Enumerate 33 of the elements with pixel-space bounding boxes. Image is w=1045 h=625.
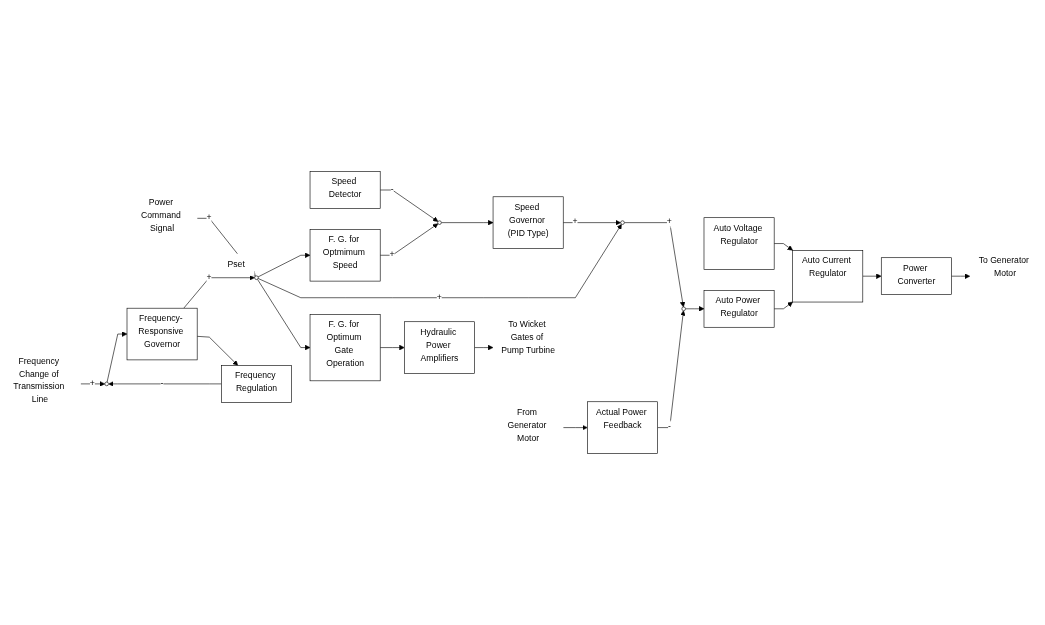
node-circle xyxy=(620,220,625,225)
node-box: Frequency Regulation xyxy=(221,365,292,403)
node-box: Actual Power Feedback xyxy=(587,401,658,454)
node-circle xyxy=(437,220,442,225)
node-text: Power Command Signal xyxy=(141,197,181,234)
node-box: Hydraulic Power Amplifiers xyxy=(404,321,475,374)
edge-label: + xyxy=(436,291,442,302)
node-text: Frequency Change of Transmission Line xyxy=(13,355,65,405)
edge-label: + xyxy=(389,249,395,259)
edge-label: - xyxy=(160,377,164,388)
edge-label: + xyxy=(666,216,672,227)
node-box: Speed Governor (PID Type) xyxy=(492,196,564,249)
node-box: Power Converter xyxy=(880,257,952,295)
node-box: Frequency- Responsive Governor xyxy=(126,307,198,361)
node-text: To Wicket Gates of Pump Turbine xyxy=(501,319,555,355)
edge-label: + xyxy=(206,212,212,223)
node-label: Pset xyxy=(227,258,245,269)
edge-label: - xyxy=(390,183,394,194)
node-box: Auto Power Regulator xyxy=(703,290,775,328)
node-box: F. G. for Optmimum Speed xyxy=(309,229,381,282)
edge-label: + xyxy=(89,377,95,388)
edge-label: - xyxy=(668,421,671,432)
node-box: F. G. for Optimum Gate Operation xyxy=(309,314,381,382)
node-circle xyxy=(104,381,109,387)
node-circle xyxy=(254,275,259,280)
edge-label: + xyxy=(572,216,578,227)
node-text: To Generator Motor xyxy=(978,255,1029,279)
node-box: Auto Current Regulator xyxy=(792,250,864,303)
node-circle xyxy=(681,306,686,311)
node-text: From Generator Motor xyxy=(507,406,547,443)
edge-label: + xyxy=(206,271,212,282)
node-box: Auto Voltage Regulator xyxy=(703,217,775,270)
node-box: Speed Detector xyxy=(309,171,381,209)
